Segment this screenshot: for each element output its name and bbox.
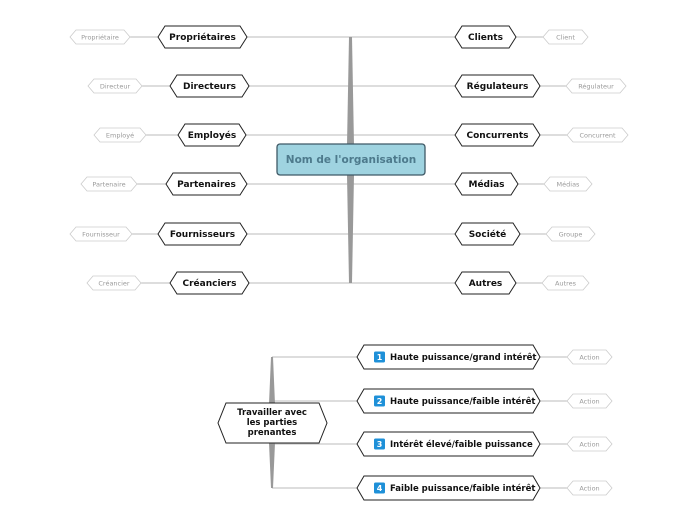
action-subnode[interactable]: Action [566, 480, 613, 496]
right-subnode[interactable]: Groupe [545, 226, 596, 242]
action-subnode[interactable]: Action [566, 436, 613, 452]
number-badge [374, 395, 385, 407]
quadrant-node-label: Faible puissance/faible intérêt [390, 483, 535, 494]
right-subnode-label: Médias [557, 181, 581, 189]
quadrant-node-label: Intérêt élevé/faible puissance [390, 439, 533, 450]
left-node-label: Créanciers [183, 278, 237, 289]
right-node-medias[interactable]: Médias [454, 172, 519, 196]
number-badge-label: 4 [377, 484, 383, 493]
left-subnode-label: Partenaire [92, 181, 125, 189]
number-badge-label: 3 [377, 440, 383, 449]
root-label-line: prenantes [248, 428, 297, 438]
right-node-concurrents[interactable]: Concurrents [454, 123, 541, 147]
action-subnode[interactable]: Action [566, 349, 613, 365]
quadrant-node-1[interactable]: 1 Haute puissance/grand intérêt [356, 344, 541, 370]
action-subnode-label: Action [579, 485, 599, 493]
right-node-label: Médias [468, 179, 504, 190]
left-node-label: Fournisseurs [170, 230, 235, 240]
right-node-label: Concurrents [467, 131, 529, 141]
right-node-label: Société [469, 229, 507, 240]
quadrant-node-2[interactable]: 2 Haute puissance/faible intérêt [356, 388, 541, 414]
left-node-proprietaires[interactable]: Propriétaires [157, 25, 248, 49]
right-node-regulateurs[interactable]: Régulateurs [454, 74, 541, 98]
left-node-label: Partenaires [177, 180, 236, 190]
number-badge-label: 2 [377, 397, 383, 406]
left-node-fournisseurs[interactable]: Fournisseurs [157, 222, 248, 246]
left-node-label: Propriétaires [169, 32, 236, 43]
number-badge [374, 351, 385, 363]
left-node-employes[interactable]: Employés [177, 123, 247, 147]
quadrant-node-label: Haute puissance/faible intérêt [390, 396, 535, 407]
quadrant-node-label: Haute puissance/grand intérêt [390, 352, 536, 363]
right-subnode[interactable]: Concurrent [566, 127, 629, 143]
central-node[interactable]: Nom de l'organisation [276, 143, 426, 176]
left-subnode[interactable]: Directeur [87, 78, 143, 94]
root-label-line: Travailler avec [237, 408, 307, 418]
quadrant-node-3[interactable]: 3 Intérêt élevé/faible puissance [356, 431, 541, 457]
right-subnode[interactable]: Médias [543, 176, 593, 192]
left-subnode-label: Fournisseur [82, 231, 120, 239]
action-subnode-label: Action [579, 398, 599, 406]
quadrant-node-4[interactable]: 4 Faible puissance/faible intérêt [356, 475, 541, 501]
left-subnode-label: Employé [106, 132, 134, 140]
right-node-label: Clients [468, 33, 503, 43]
number-badge [374, 438, 385, 450]
map2-trunk [269, 357, 275, 488]
right-subnode-label: Concurrent [579, 132, 616, 140]
left-node-label: Employés [188, 130, 237, 141]
left-subnode[interactable]: Créancier [86, 275, 142, 291]
left-subnode[interactable]: Fournisseur [69, 226, 133, 242]
right-subnode-label: Régulateur [578, 83, 614, 91]
left-node-creanciers[interactable]: Créanciers [169, 271, 250, 295]
left-subnode-label: Directeur [100, 83, 131, 91]
left-subnode-label: Propriétaire [81, 34, 119, 42]
action-subnode-label: Action [579, 354, 599, 362]
left-subnode-label: Créancier [98, 280, 130, 288]
left-subnode[interactable]: Partenaire [80, 176, 138, 192]
right-subnode[interactable]: Régulateur [565, 78, 627, 94]
left-node-directeurs[interactable]: Directeurs [169, 74, 250, 98]
number-badge [374, 482, 385, 494]
left-subnode[interactable]: Employé [93, 127, 147, 143]
map1-trunk [347, 37, 354, 283]
right-node-clients[interactable]: Clients [454, 25, 517, 49]
right-subnode-label: Autres [555, 280, 577, 288]
right-node-label: Régulateurs [467, 81, 529, 92]
right-node-label: Autres [469, 279, 503, 289]
right-subnode-label: Groupe [559, 231, 583, 239]
right-node-autres[interactable]: Autres [454, 271, 517, 295]
right-node-societe[interactable]: Société [454, 222, 521, 246]
left-node-partenaires[interactable]: Partenaires [165, 172, 248, 196]
stakeholder-root-node[interactable]: Travailler avec les parties prenantes [217, 402, 328, 444]
left-node-label: Directeurs [183, 82, 236, 92]
central-node-label: Nom de l'organisation [286, 154, 416, 166]
number-badge-label: 1 [377, 353, 383, 362]
left-subnode[interactable]: Propriétaire [69, 29, 131, 45]
right-subnode[interactable]: Autres [541, 275, 590, 291]
action-subnode[interactable]: Action [566, 393, 613, 409]
root-label-line: les parties [247, 418, 298, 428]
right-subnode[interactable]: Client [542, 29, 589, 45]
right-subnode-label: Client [556, 34, 575, 42]
action-subnode-label: Action [579, 441, 599, 449]
